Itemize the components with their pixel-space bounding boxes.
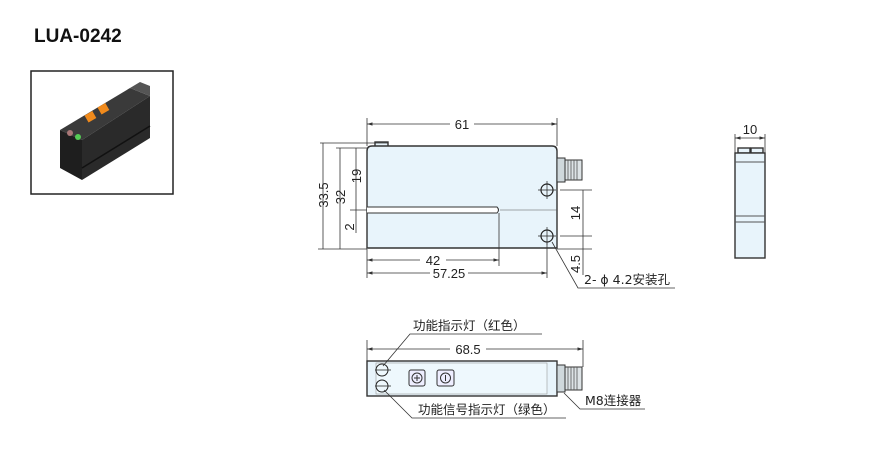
model-title: LUA-0242 [34,26,122,47]
dim-length: 61 [455,117,469,132]
dim-height: 32 [333,190,348,204]
front-view: 61 33.5 32 19 2 14 4.5 42 57.25 2- ϕ 4.2… [316,117,675,289]
bottom-view: 68.5 功能指示灯（红色） 功能信号指示灯（绿色） M8连接器 [366,318,645,419]
dim-width: 10 [743,122,757,137]
dim-hole-pitch: 14 [568,206,583,220]
connector-label: M8连接器 [585,393,642,408]
dim-slot-depth: 42 [426,253,440,268]
dim-length-total: 68.5 [455,342,480,357]
side-view: 10 [734,122,766,259]
dim-hole-position: 57.25 [433,266,466,281]
product-photo [30,70,174,195]
dim-slot-width: 2 [342,223,357,230]
green-led-label: 功能信号指示灯（绿色） [418,402,556,417]
dim-hole-offset: 4.5 [568,255,583,273]
red-led-label: 功能指示灯（红色） [413,318,526,333]
mounting-hole-label: 2- ϕ 4.2安装孔 [584,272,671,287]
dim-height-total: 33.5 [316,182,331,207]
dim-slot-top: 19 [349,169,364,183]
